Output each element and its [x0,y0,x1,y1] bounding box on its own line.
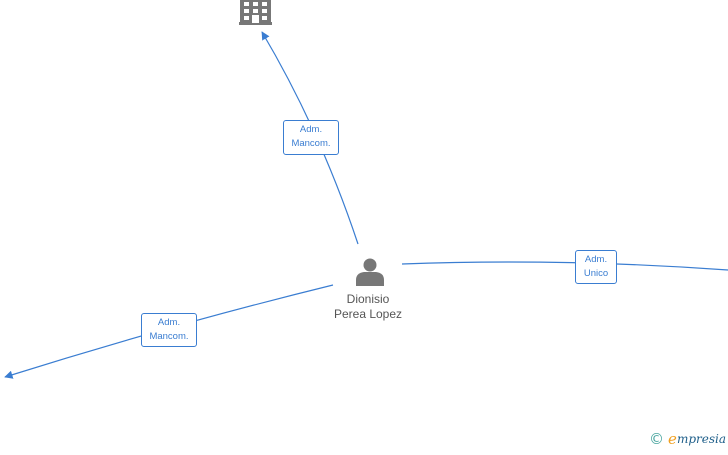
brand-logo-letter: e [668,430,677,448]
person-name-label[interactable]: Dionisio Perea Lopez [317,292,419,322]
building-icon[interactable] [239,0,272,25]
edge-label-to-left[interactable]: Adm. Mancom. [141,313,197,347]
brand-watermark: © e mpresia [649,430,726,448]
edge-label-line1: Adm. [299,124,323,135]
person-icon[interactable] [356,258,384,287]
copyright-symbol: © [649,430,665,448]
edge-label-line2: Mancom. [291,138,331,149]
edge-label-line2: Mancom. [149,331,189,342]
edge-label-to-right[interactable]: Adm. Unico [575,250,617,284]
edge-label-line2: Unico [583,268,609,279]
person-name-line2: Perea Lopez [333,307,403,321]
edge-label-line1: Adm. [157,317,181,328]
edge-label-to-company-top[interactable]: Adm. Mancom. [283,120,339,155]
person-name-line1: Dionisio [346,292,390,306]
edge-label-line1: Adm. [584,254,608,265]
brand-logo-text: mpresia [676,432,726,446]
edge-line-to-right [401,261,728,271]
